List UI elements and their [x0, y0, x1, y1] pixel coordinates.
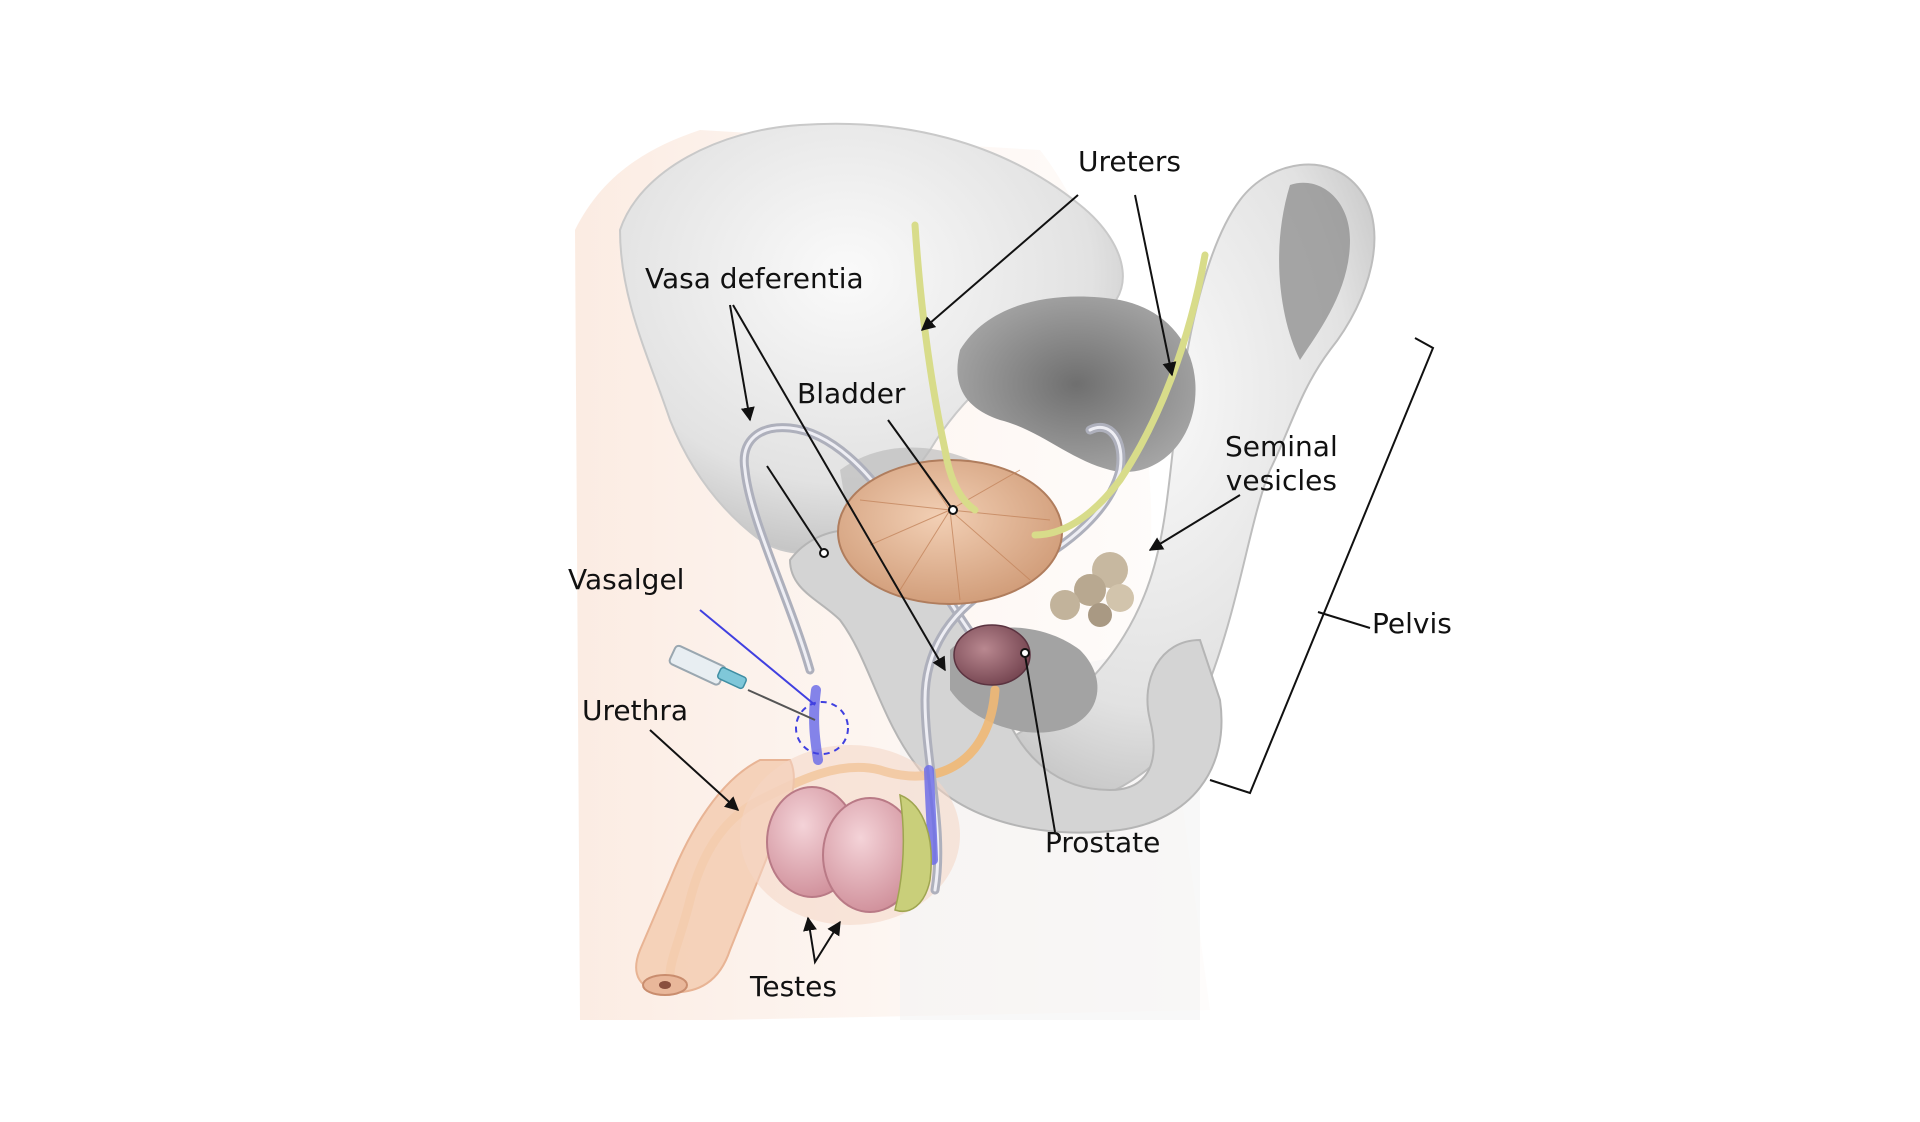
label-urethra: Urethra — [582, 694, 689, 727]
syringe — [668, 644, 816, 721]
label-bladder: Bladder — [797, 377, 906, 410]
label-seminal-vesicles-line2: vesicles — [1225, 464, 1337, 497]
label-vasalgel: Vasalgel — [568, 563, 685, 596]
seminal-vesicles — [1050, 552, 1134, 627]
pelvis-sacrum — [958, 163, 1376, 812]
vasalgel-segment-left — [809, 685, 823, 765]
label-seminal-vesicles-line1: Seminal — [1225, 430, 1338, 463]
ureter-left — [911, 221, 979, 514]
vasalgel-segment-right — [924, 765, 938, 865]
label-ureters: Ureters — [1078, 145, 1181, 178]
bladder-veins — [859, 464, 1051, 601]
testes-group — [766, 786, 932, 913]
injection-site-marker — [795, 701, 849, 755]
epididymis — [894, 793, 932, 912]
pointer-dots — [819, 505, 1030, 658]
leader-lines — [649, 194, 1435, 965]
label-seminal-vesicles: Seminal vesicles — [1225, 430, 1338, 498]
label-prostate: Prostate — [1045, 826, 1161, 859]
sacrum-shadow — [1279, 182, 1350, 360]
pelvic-cavity — [957, 296, 1196, 472]
label-testes: Testes — [750, 970, 837, 1003]
ureter-right — [1031, 251, 1209, 539]
label-pelvis: Pelvis — [1372, 607, 1452, 640]
label-vasa-deferentia: Vasa deferentia — [645, 262, 864, 295]
prostate — [953, 624, 1031, 686]
